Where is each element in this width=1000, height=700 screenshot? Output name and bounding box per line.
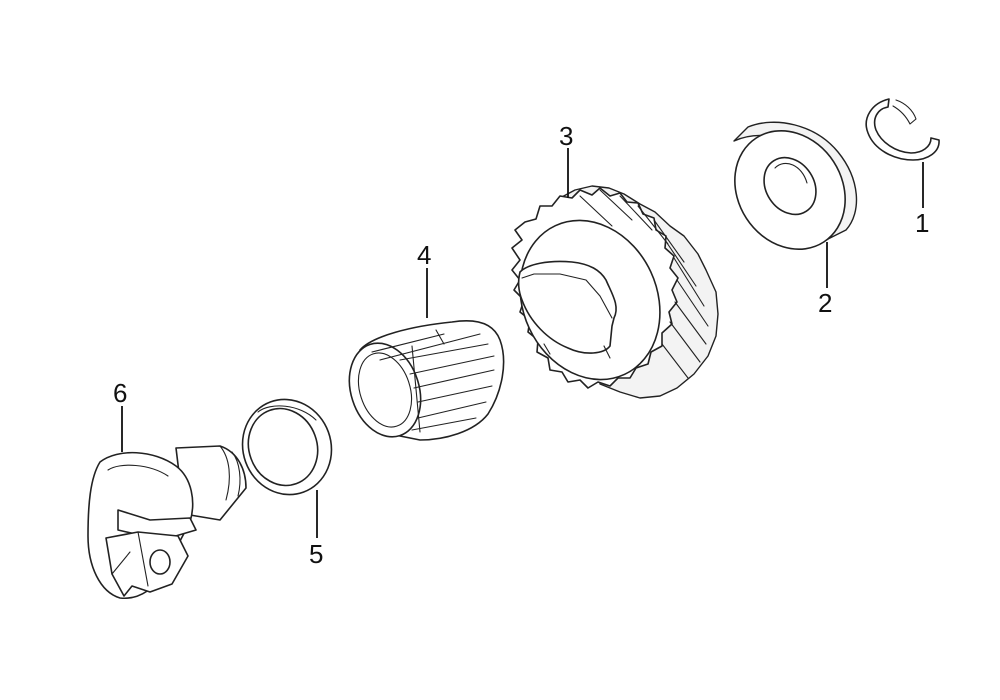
gear-tooth-lines — [579, 189, 709, 379]
part-5-spacer-ring — [241, 398, 333, 496]
part-6-shaft — [87, 445, 247, 600]
part-1-snap-ring — [865, 98, 940, 161]
part-4-needle-bearing — [348, 320, 505, 441]
callout-label-5: 5 — [309, 539, 324, 569]
callout-label-4: 4 — [417, 240, 432, 270]
leader-lines — [121, 148, 924, 538]
callout-label-2: 2 — [818, 288, 833, 318]
callout-label-6: 6 — [113, 378, 128, 408]
bearing-roller-lines — [371, 329, 495, 433]
callout-label-1: 1 — [915, 208, 930, 238]
part-3-gear — [511, 185, 719, 399]
callout-label-3: 3 — [559, 121, 574, 151]
part-2-washer — [733, 121, 858, 251]
